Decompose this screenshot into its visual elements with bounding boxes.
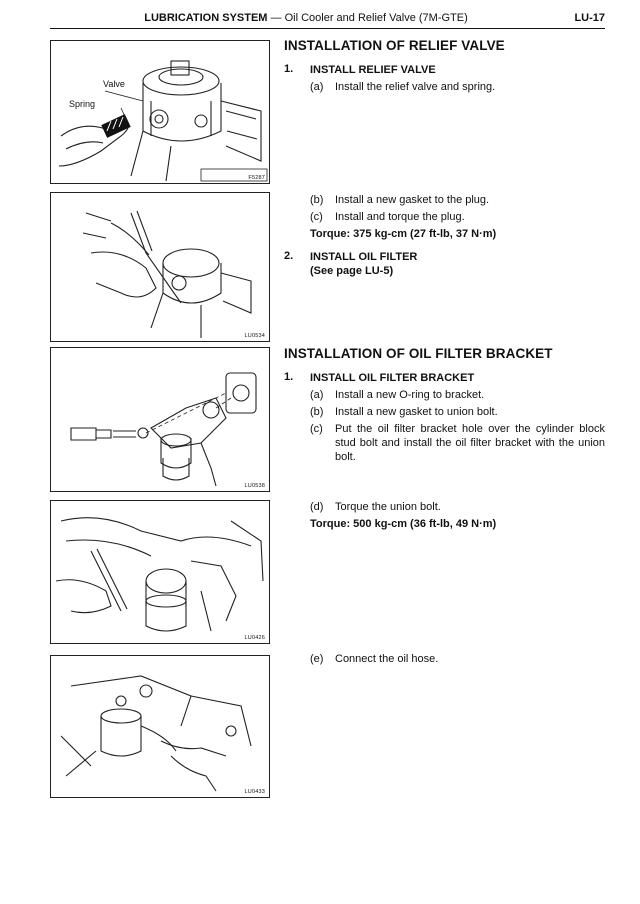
- substep-label: (d): [310, 501, 324, 513]
- substep-text: Install a new O-ring to bracket.: [335, 389, 485, 401]
- substep-label: (c): [310, 423, 323, 435]
- figure-code: LU0534: [244, 333, 265, 339]
- figure-code: F5287: [248, 175, 265, 181]
- header-section: LUBRICATION SYSTEM: [144, 12, 268, 24]
- step-number: 1.: [284, 63, 294, 75]
- figure-code: LU0433: [244, 789, 265, 795]
- figure-code: LU0538: [244, 483, 265, 489]
- step-install-oil-filter: INSTALL OIL FILTER: [310, 251, 418, 263]
- substep-text: Put the oil filter bracket hole over the…: [335, 423, 605, 463]
- header-title: LUBRICATION SYSTEM — Oil Cooler and Reli…: [50, 12, 562, 24]
- section-title-oil-filter-bracket: INSTALLATION OF OIL FILTER BRACKET: [284, 346, 553, 361]
- section-title-relief-valve: INSTALLATION OF RELIEF VALVE: [284, 38, 505, 53]
- substep-label: (b): [310, 194, 324, 206]
- substep-label: (a): [310, 389, 324, 401]
- substep-label: (e): [310, 653, 324, 665]
- step-install-oil-filter-bracket: INSTALL OIL FILTER BRACKET: [310, 372, 475, 384]
- substep-text: Install the relief valve and spring.: [335, 81, 496, 93]
- figure-relief-valve: Valve Spring F5287: [50, 40, 270, 184]
- step-number: 2.: [284, 250, 294, 262]
- page-reference: (See page LU-5): [310, 265, 394, 277]
- substep-label: (a): [310, 81, 324, 93]
- label-spring: Spring: [69, 99, 96, 109]
- substep-text: Torque the union bolt.: [335, 501, 441, 513]
- substep-text: Connect the oil hose.: [335, 653, 439, 665]
- page-number: LU-17: [574, 12, 605, 24]
- bracket-exploded-illustration: [70, 372, 257, 487]
- label-valve: Valve: [103, 79, 125, 89]
- figure-plug-torque: LU0534: [50, 192, 270, 342]
- step-number: 1.: [284, 371, 294, 383]
- figure-bracket-exploded: LU0538: [50, 347, 270, 492]
- figure-union-bolt-torque: LU0426: [50, 500, 270, 644]
- torque-spec: Torque: 375 kg-cm (27 ft-lb, 37 N·m): [310, 228, 497, 240]
- substep-text: Install and torque the plug.: [335, 211, 465, 223]
- substep-text: Install a new gasket to the plug.: [335, 194, 490, 206]
- union-bolt-illustration: [55, 517, 264, 632]
- substep-label: (c): [310, 211, 323, 223]
- page-header: LUBRICATION SYSTEM — Oil Cooler and Reli…: [50, 10, 605, 29]
- figure-oil-hose: LU0433: [50, 655, 270, 798]
- relief-valve-illustration: [58, 60, 268, 182]
- oil-hose-illustration: [60, 675, 252, 792]
- plug-torque-illustration: [82, 210, 252, 338]
- step-install-relief-valve: INSTALL RELIEF VALVE: [310, 64, 436, 76]
- header-dash: —: [267, 12, 285, 24]
- header-subtitle: Oil Cooler and Relief Valve (7M-GTE): [284, 12, 468, 24]
- substep-text: Install a new gasket to union bolt.: [335, 406, 498, 418]
- figure-code: LU0426: [244, 635, 265, 641]
- torque-spec: Torque: 500 kg-cm (36 ft-lb, 49 N·m): [310, 518, 497, 530]
- substep-label: (b): [310, 406, 324, 418]
